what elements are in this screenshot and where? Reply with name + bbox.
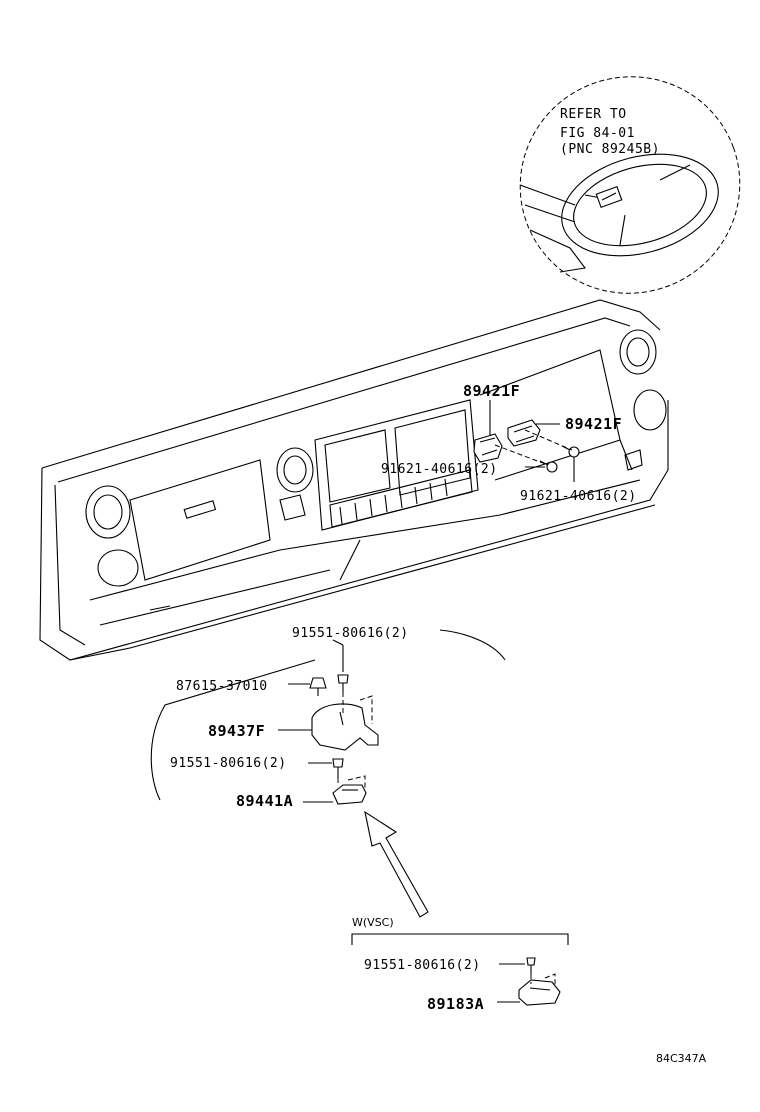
bolt-center-icon [539, 460, 558, 473]
label-sensor-lower: 89441A [236, 792, 293, 810]
instrument-panel [39, 299, 669, 661]
label-screw-mid: 91551-80616(2) [170, 756, 287, 771]
vsc-screw-icon [526, 957, 536, 974]
vsc-option-block [351, 933, 569, 1006]
vsc-sensor-icon [518, 973, 561, 1006]
refer-line-2: FIG 84-01 [560, 126, 635, 141]
screw-top-icon [337, 645, 349, 692]
refer-line-1: REFER TO [560, 107, 627, 122]
lower-assembly [150, 629, 506, 918]
clockspring-icon [595, 185, 623, 209]
sensor-upper-icon [473, 433, 503, 463]
bolt-right-icon [561, 445, 580, 458]
refer-line-3: (PNC 89245B) [560, 142, 660, 157]
label-sensor-upper: 89421F [463, 382, 520, 400]
label-clip: 87615-37010 [176, 679, 268, 694]
label-sensor-right: 89421F [565, 415, 622, 433]
screw-mid-icon [332, 758, 344, 778]
label-screw-top: 91551-80616(2) [292, 626, 409, 641]
steering-wheel-inset: REFER TO FIG 84-01 (PNC 89245B) [519, 76, 741, 294]
cover-icon [311, 692, 379, 751]
label-vsc-screw: 91551-80616(2) [364, 958, 481, 973]
label-vsc-sensor: 89183A [427, 995, 484, 1013]
sensor-right-icon [507, 419, 541, 447]
sensor-lower-icon [332, 775, 367, 805]
clip-icon [309, 677, 327, 696]
label-vsc-header: W(VSC) [352, 916, 394, 929]
label-bolt-right: 91621-40616(2) [520, 489, 637, 504]
label-cover: 89437F [208, 722, 265, 740]
dash-sensor-group [473, 400, 580, 482]
label-bolt-center: 91621-40616(2) [381, 462, 498, 477]
figure-code: 84C347A [656, 1052, 707, 1065]
